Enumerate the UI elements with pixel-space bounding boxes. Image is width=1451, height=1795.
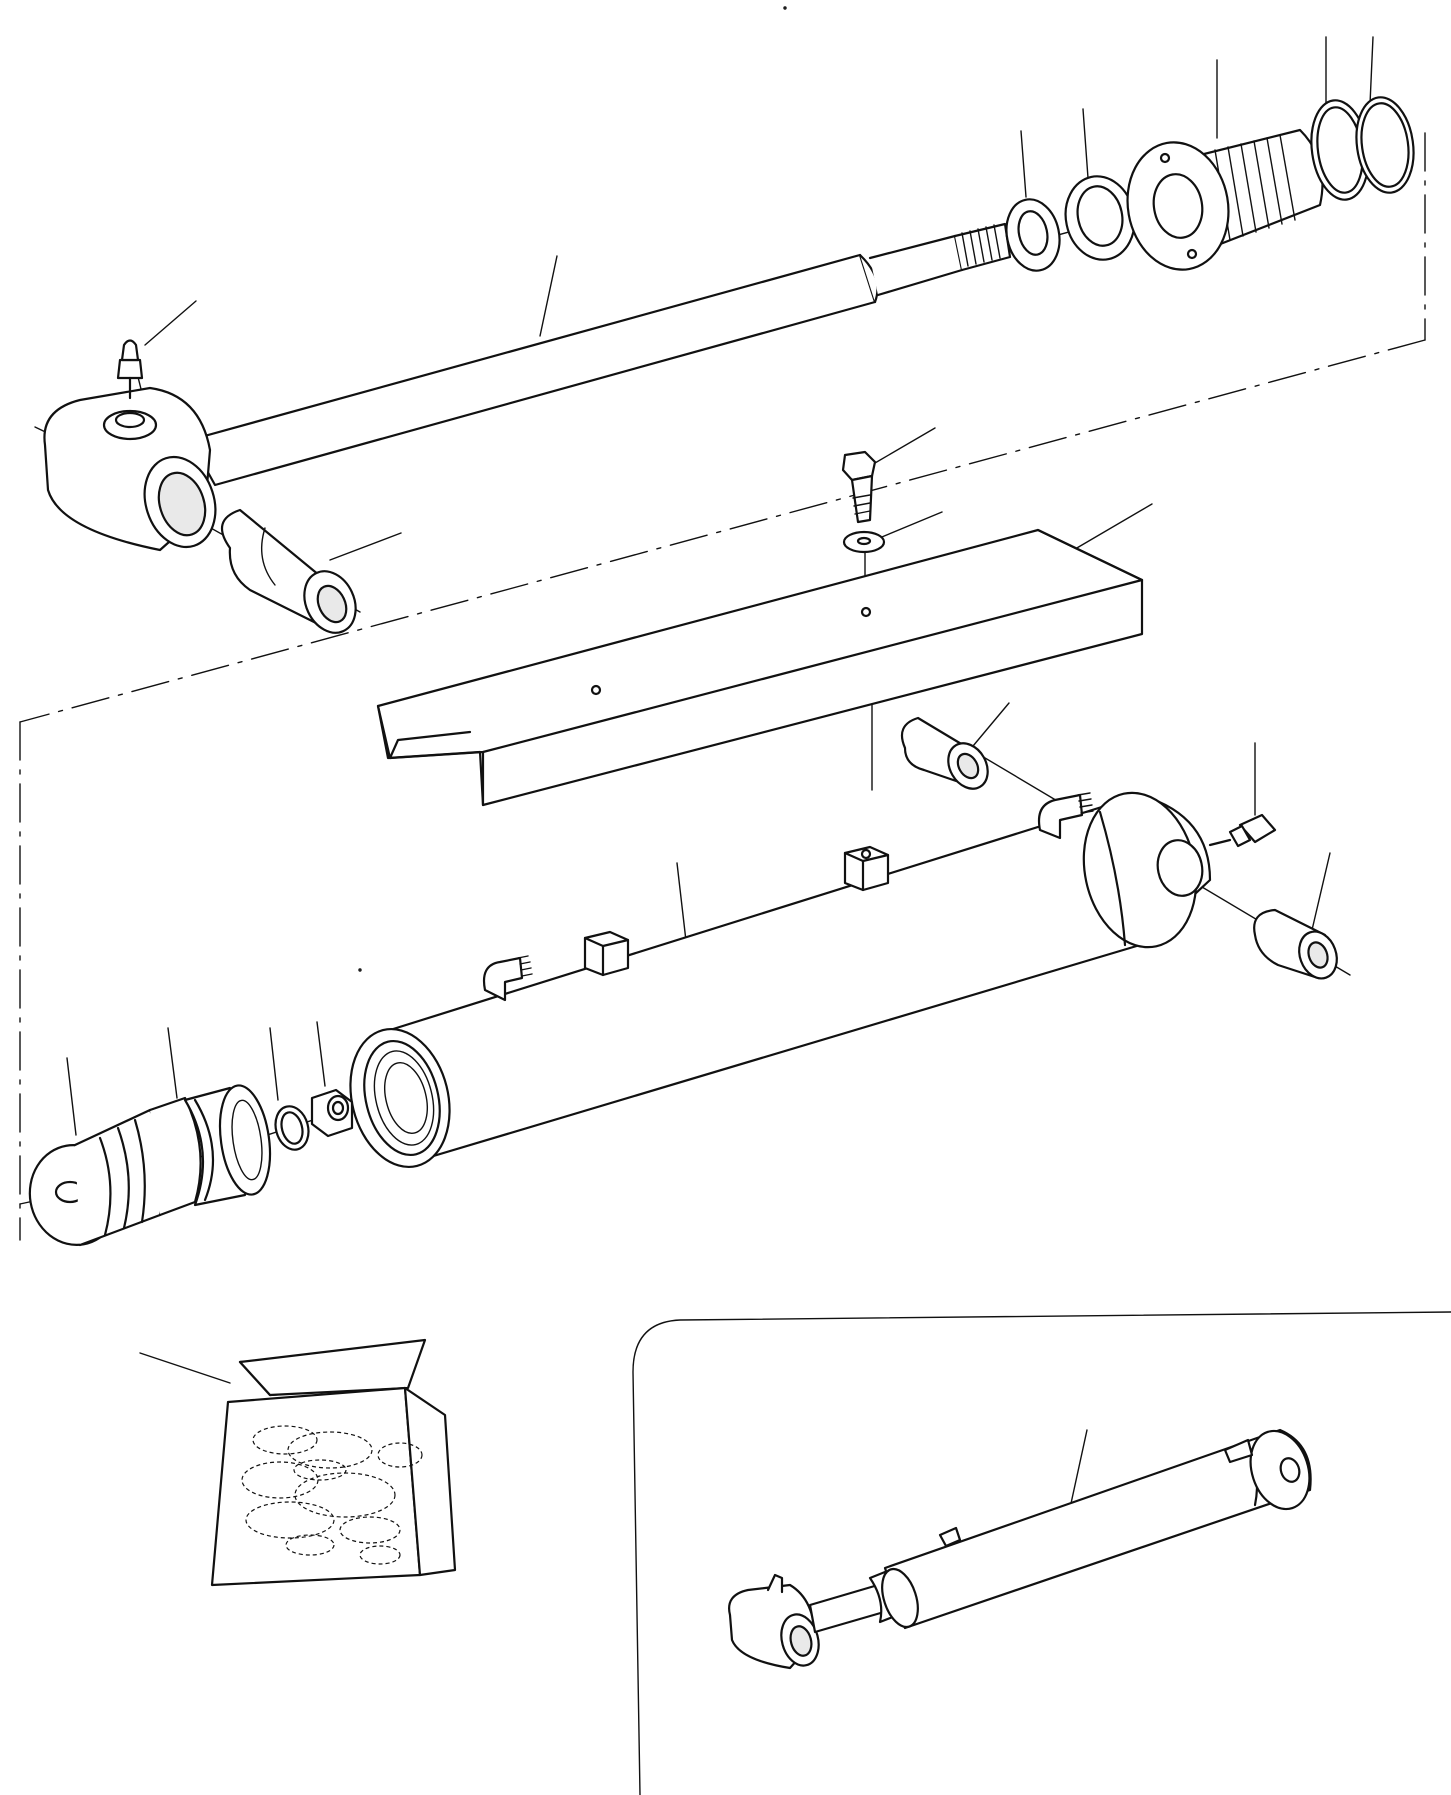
seal-kit-icon — [210, 1338, 457, 1587]
leader-lines — [34, 36, 1374, 1509]
bolt-icon — [841, 450, 877, 524]
hydraulic-cylinder-icon — [728, 1428, 1312, 1670]
nut-icon — [310, 1088, 354, 1138]
piston-rod-icon — [43, 222, 1012, 552]
piston-icon — [28, 1096, 202, 1247]
channel-guard-icon — [376, 528, 1144, 807]
o-ring-icon — [1355, 96, 1415, 194]
seal-ring-icon — [1005, 198, 1061, 272]
o-ring-icon — [274, 1105, 310, 1151]
complete-cylinder-inset — [632, 1311, 1451, 1795]
assembly-boundary-lines — [19, 132, 1426, 1241]
o-ring-icon — [1310, 99, 1370, 201]
cylinder-barrel-icon — [349, 791, 1212, 1169]
gland-icon — [1126, 128, 1324, 271]
bushing-icon — [220, 508, 357, 634]
bushing-icon — [900, 716, 989, 790]
grease-nipple-icon — [116, 339, 144, 400]
seal-ring-icon — [183, 1084, 272, 1207]
washer-icon — [842, 530, 886, 554]
grease-nipple-icon — [1208, 813, 1277, 848]
seal-ring-icon — [1064, 175, 1136, 261]
bushing-icon — [1253, 908, 1338, 980]
